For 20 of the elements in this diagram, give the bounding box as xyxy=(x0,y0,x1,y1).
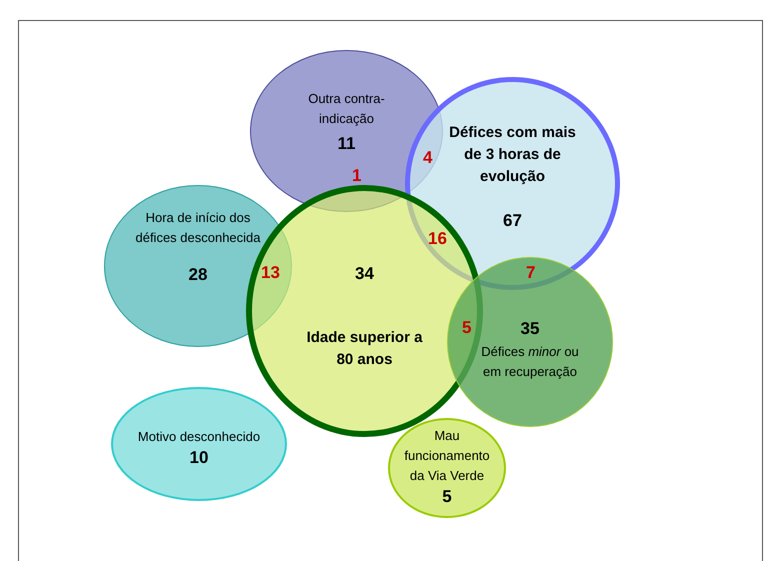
set-label: Hora de início dos défices desconhecida xyxy=(134,209,262,247)
overlap-count: 7 xyxy=(526,262,536,284)
overlap-count: 1 xyxy=(352,165,362,187)
overlap-count: 16 xyxy=(428,228,447,250)
set-label: Motivo desconhecido xyxy=(136,428,262,446)
count-value: 11 xyxy=(338,133,356,155)
set-label: Outra contra-indicação xyxy=(307,90,386,128)
overlap-count: 4 xyxy=(423,147,432,169)
set-label: Défices minor ou em recuperação xyxy=(480,343,580,381)
count-value: 28 xyxy=(188,264,208,286)
count-value: 67 xyxy=(503,210,522,232)
set-label: Idade superior a 80 anos xyxy=(306,328,424,370)
count-value: 5 xyxy=(442,486,452,508)
overlap-count: 5 xyxy=(462,317,472,339)
count-value: 10 xyxy=(190,447,208,469)
overlap-count: 13 xyxy=(261,262,280,284)
count-value: 34 xyxy=(355,263,374,285)
set-label: Défices com mais de 3 horas de evolução xyxy=(448,123,577,187)
count-value: 35 xyxy=(520,318,540,340)
set-label: Mau funcionamento da Via Verde xyxy=(403,427,491,485)
